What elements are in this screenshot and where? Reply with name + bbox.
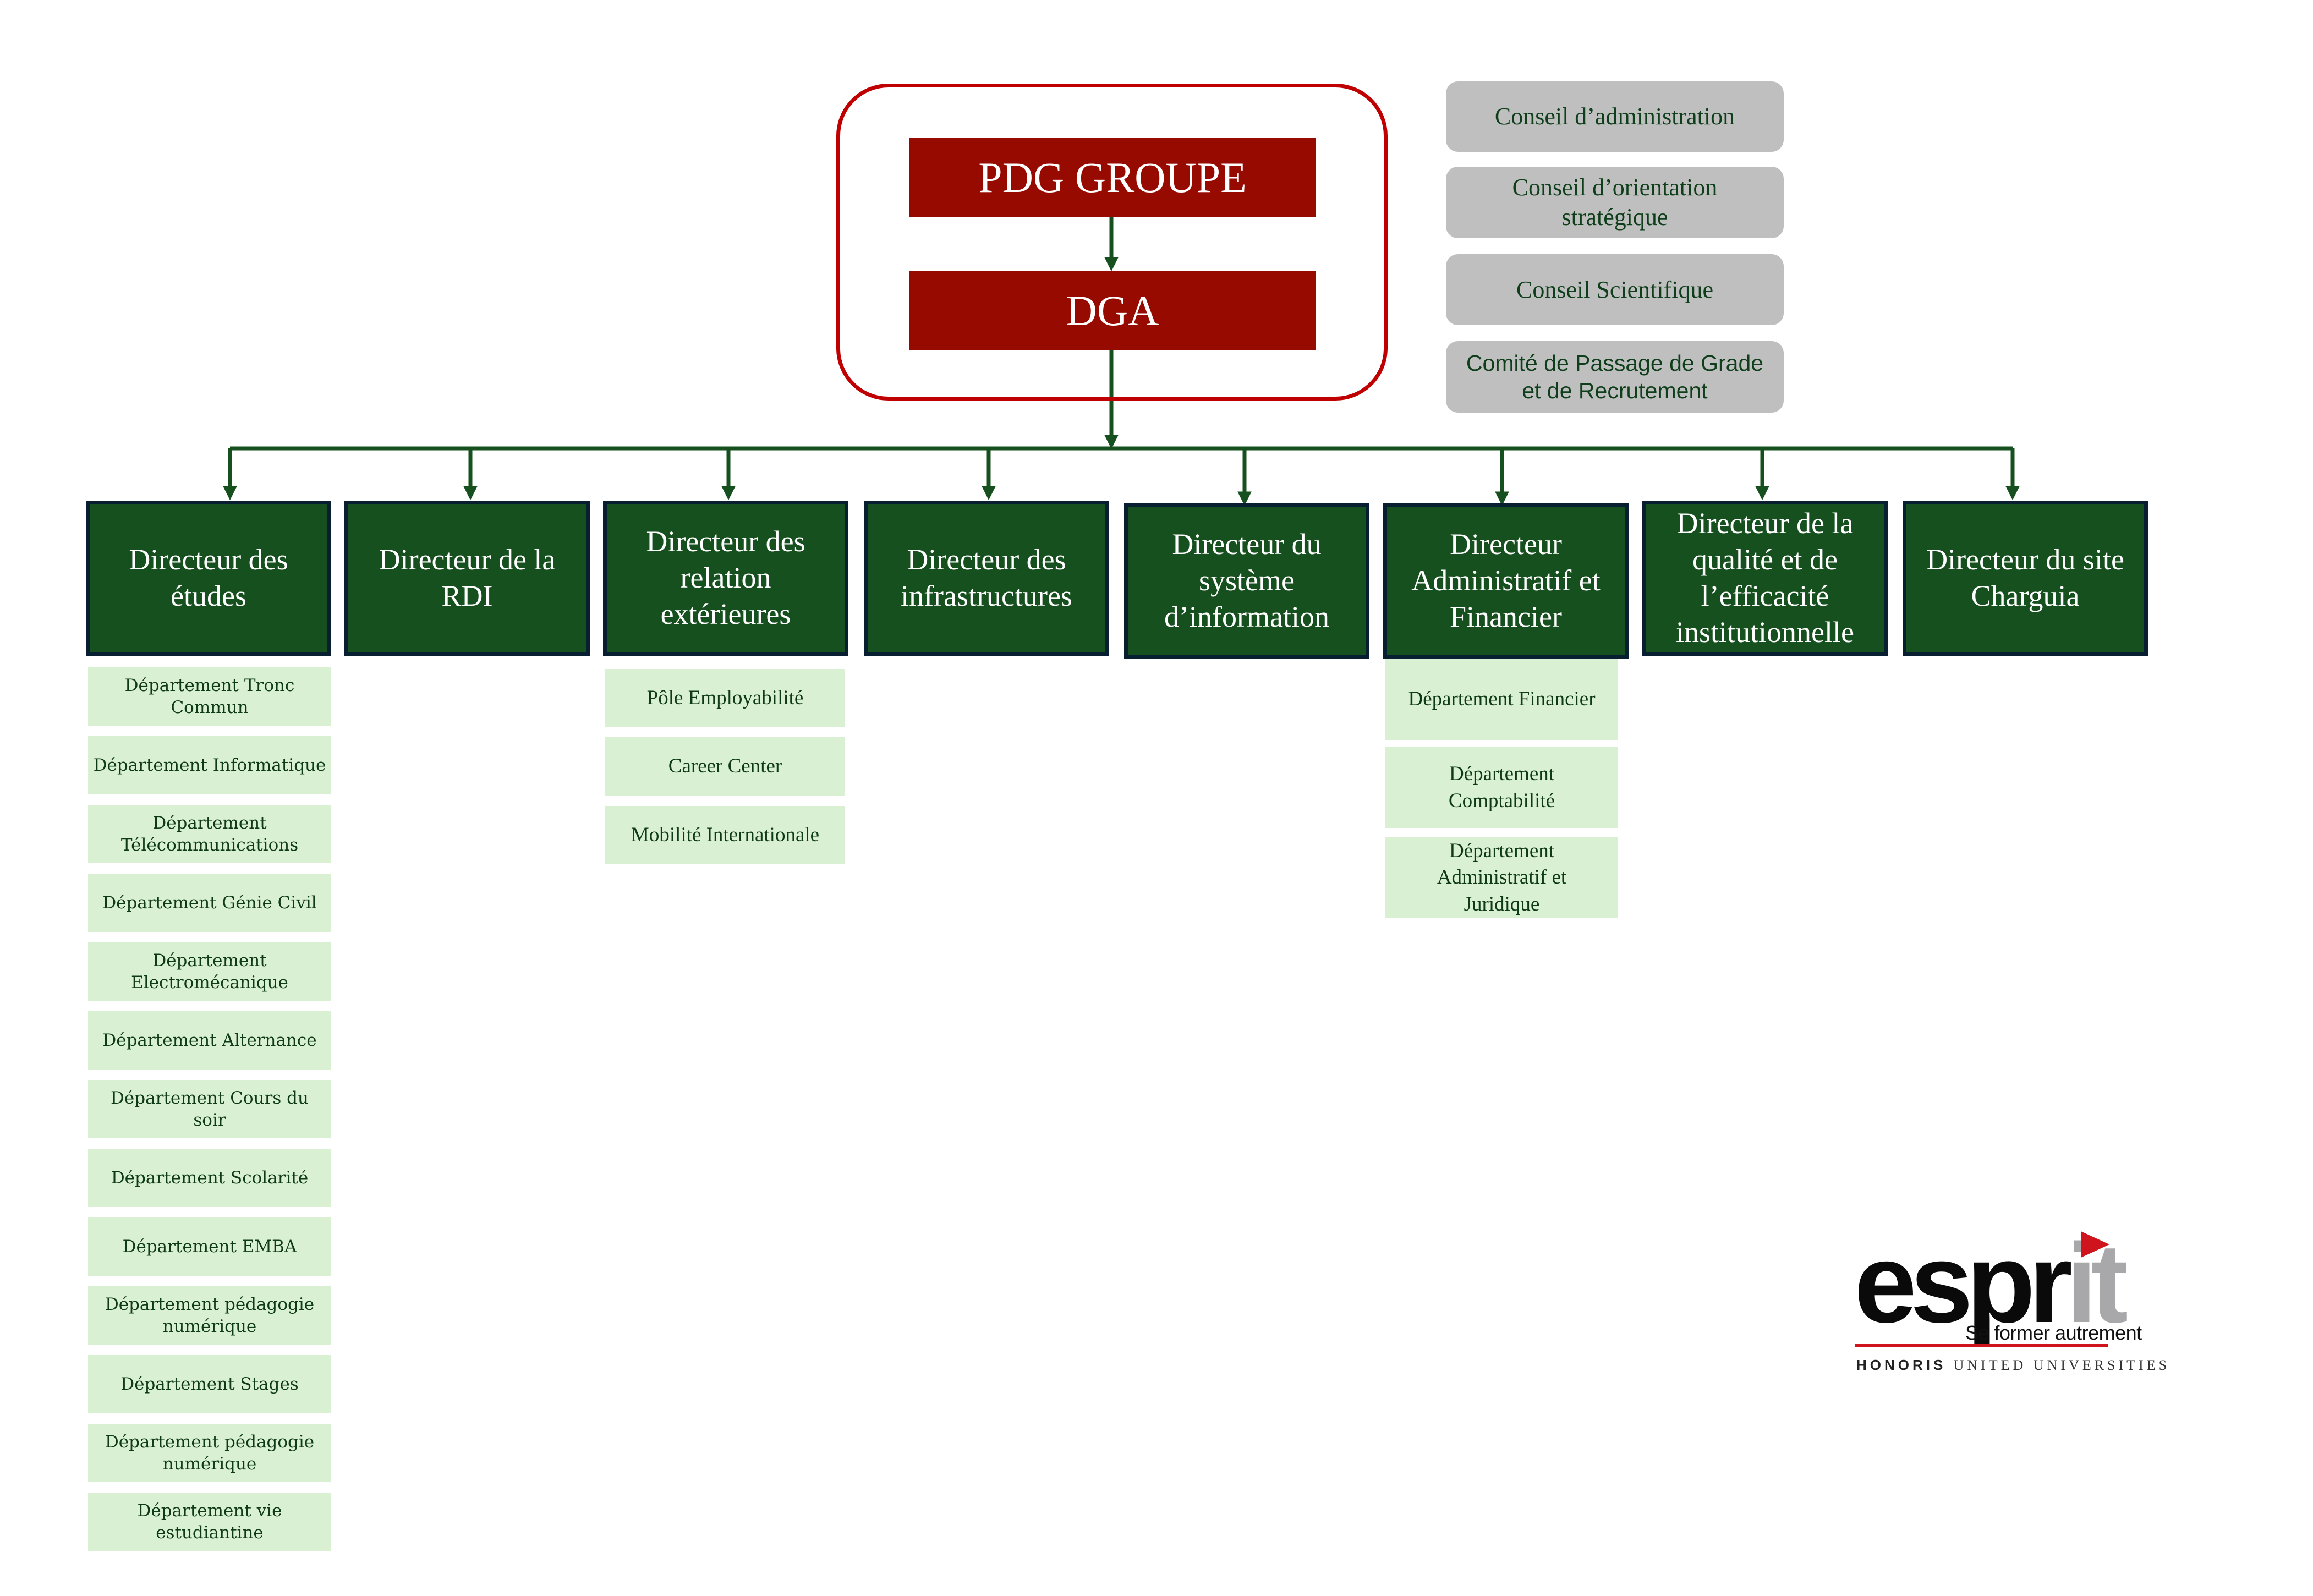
department-label: Département Cours du soir bbox=[111, 1088, 309, 1130]
department-item[interactable]: Département Informatique bbox=[88, 736, 331, 794]
department-label: Mobilité Internationale bbox=[631, 823, 820, 846]
council-label: Conseil d’orientation stratégique bbox=[1512, 174, 1718, 231]
flag-icon bbox=[2081, 1231, 2109, 1258]
council-label: Conseil Scientifique bbox=[1516, 276, 1714, 303]
department-item[interactable]: Département Génie Civil bbox=[88, 874, 331, 932]
department-label: Career Center bbox=[668, 754, 782, 777]
department-item[interactable]: Département EMBA bbox=[88, 1217, 331, 1276]
department-label: Département Scolarité bbox=[111, 1167, 309, 1188]
department-label: Département pédagogie numérique bbox=[105, 1432, 315, 1474]
department-label: Département Génie Civil bbox=[102, 892, 317, 913]
director-qualite[interactable]: Directeur de la qualité et de l’efficaci… bbox=[1642, 501, 1888, 656]
department-item[interactable]: Département Alternance bbox=[88, 1011, 331, 1070]
department-item[interactable]: Département Electromécanique bbox=[88, 942, 331, 1001]
council-scientifique[interactable]: Conseil Scientifique bbox=[1446, 254, 1784, 325]
logo-wordmark: esprit bbox=[1854, 1227, 2128, 1340]
department-label: Département EMBA bbox=[122, 1236, 297, 1257]
director-label: Directeur du système d’information bbox=[1164, 528, 1329, 633]
esprit-logo: esprit Se former autrement HONORIS UNITE… bbox=[1854, 1227, 2239, 1403]
council-label: Conseil d’administration bbox=[1494, 103, 1735, 130]
department-item[interactable]: Département Financier bbox=[1385, 659, 1618, 740]
department-item[interactable]: Career Center bbox=[605, 737, 845, 796]
department-item[interactable]: Département Stages bbox=[88, 1355, 331, 1413]
director-label: Directeur des infrastructures bbox=[901, 543, 1072, 612]
pdg-groupe-label: PDG GROUPE bbox=[978, 153, 1247, 201]
logo-network-rest: UNITED UNIVERSITIES bbox=[1953, 1357, 2171, 1373]
department-item[interactable]: Département Comptabilité bbox=[1385, 747, 1618, 828]
department-label: Département Stages bbox=[120, 1374, 299, 1394]
department-label: Département Comptabilité bbox=[1448, 763, 1555, 812]
director-rdi[interactable]: Directeur de la RDI bbox=[344, 501, 590, 656]
arrowhead-icon bbox=[1755, 486, 1769, 501]
logo-network: HONORIS UNITED UNIVERSITIES bbox=[1856, 1357, 2170, 1374]
arrowhead-icon bbox=[721, 486, 736, 501]
department-item[interactable]: Département vie estudiantine bbox=[88, 1493, 331, 1551]
director-systeme-information[interactable]: Directeur du système d’information bbox=[1124, 503, 1369, 659]
arrowhead-icon bbox=[223, 486, 237, 501]
council-label: Comité de Passage de Grade et de Recrute… bbox=[1466, 350, 1764, 403]
department-item[interactable]: Département Télécommunications bbox=[88, 805, 331, 863]
department-label: Département Financier bbox=[1408, 688, 1596, 711]
director-label: Directeur des études bbox=[129, 543, 288, 612]
department-label: Département Electromécanique bbox=[131, 950, 288, 992]
logo-tagline: Se former autrement bbox=[1965, 1321, 2142, 1344]
director-label: Directeur Administratif et Financier bbox=[1411, 528, 1601, 633]
dga-label: DGA bbox=[1066, 286, 1159, 334]
arrowhead-icon bbox=[982, 486, 996, 501]
arrowhead-icon bbox=[1495, 491, 1509, 506]
department-item[interactable]: Pôle Employabilité bbox=[605, 669, 845, 727]
comite-passage-grade[interactable]: Comité de Passage de Grade et de Recrute… bbox=[1446, 341, 1784, 413]
council-administration[interactable]: Conseil d’administration bbox=[1446, 81, 1784, 152]
pdg-groupe-box[interactable]: PDG GROUPE bbox=[909, 138, 1316, 217]
arrowhead-icon bbox=[1104, 257, 1119, 272]
director-infrastructures[interactable]: Directeur des infrastructures bbox=[864, 501, 1109, 656]
executive-frame bbox=[836, 84, 1388, 401]
logo-network-bold: HONORIS bbox=[1856, 1357, 1947, 1373]
department-item[interactable]: Mobilité Internationale bbox=[605, 806, 845, 864]
arrowhead-icon bbox=[463, 486, 478, 501]
arrowhead-icon bbox=[2005, 486, 2020, 501]
director-administratif-financier[interactable]: Directeur Administratif et Financier bbox=[1383, 503, 1629, 659]
department-label: Pôle Employabilité bbox=[646, 686, 804, 709]
arrowhead-icon bbox=[1104, 435, 1119, 449]
director-etudes[interactable]: Directeur des études bbox=[86, 501, 331, 656]
director-label: Directeur de la qualité et de l’efficaci… bbox=[1676, 507, 1854, 649]
dga-box[interactable]: DGA bbox=[909, 271, 1316, 350]
logo-divider bbox=[1855, 1344, 2108, 1347]
department-item[interactable]: Département Administratif et Juridique bbox=[1385, 837, 1618, 918]
director-label: Directeur de la RDI bbox=[379, 543, 556, 612]
department-label: Département pédagogie numérique bbox=[105, 1294, 315, 1336]
department-label: Département Informatique bbox=[93, 755, 326, 775]
department-label: Département Tronc Commun bbox=[124, 675, 295, 717]
department-item[interactable]: Département pédagogie numérique bbox=[88, 1286, 331, 1345]
logo-name-dark: espr bbox=[1854, 1220, 2073, 1346]
director-site-charguia[interactable]: Directeur du site Charguia bbox=[1903, 501, 2148, 656]
director-label: Directeur du site Charguia bbox=[1926, 543, 2124, 612]
director-relations-exterieures[interactable]: Directeur des relation extérieures bbox=[603, 501, 848, 656]
department-label: Département vie estudiantine bbox=[137, 1500, 282, 1543]
arrowhead-icon bbox=[1237, 491, 1252, 506]
council-orientation[interactable]: Conseil d’orientation stratégique bbox=[1446, 167, 1784, 238]
department-item[interactable]: Département pédagogie numérique bbox=[88, 1424, 331, 1482]
department-item[interactable]: Département Tronc Commun bbox=[88, 667, 331, 726]
department-label: Département Alternance bbox=[102, 1030, 317, 1050]
department-label: Département Administratif et Juridique bbox=[1437, 840, 1567, 915]
department-label: Département Télécommunications bbox=[120, 813, 299, 855]
department-item[interactable]: Département Cours du soir bbox=[88, 1080, 331, 1138]
department-item[interactable]: Département Scolarité bbox=[88, 1149, 331, 1207]
director-label: Directeur des relation extérieures bbox=[646, 525, 805, 630]
